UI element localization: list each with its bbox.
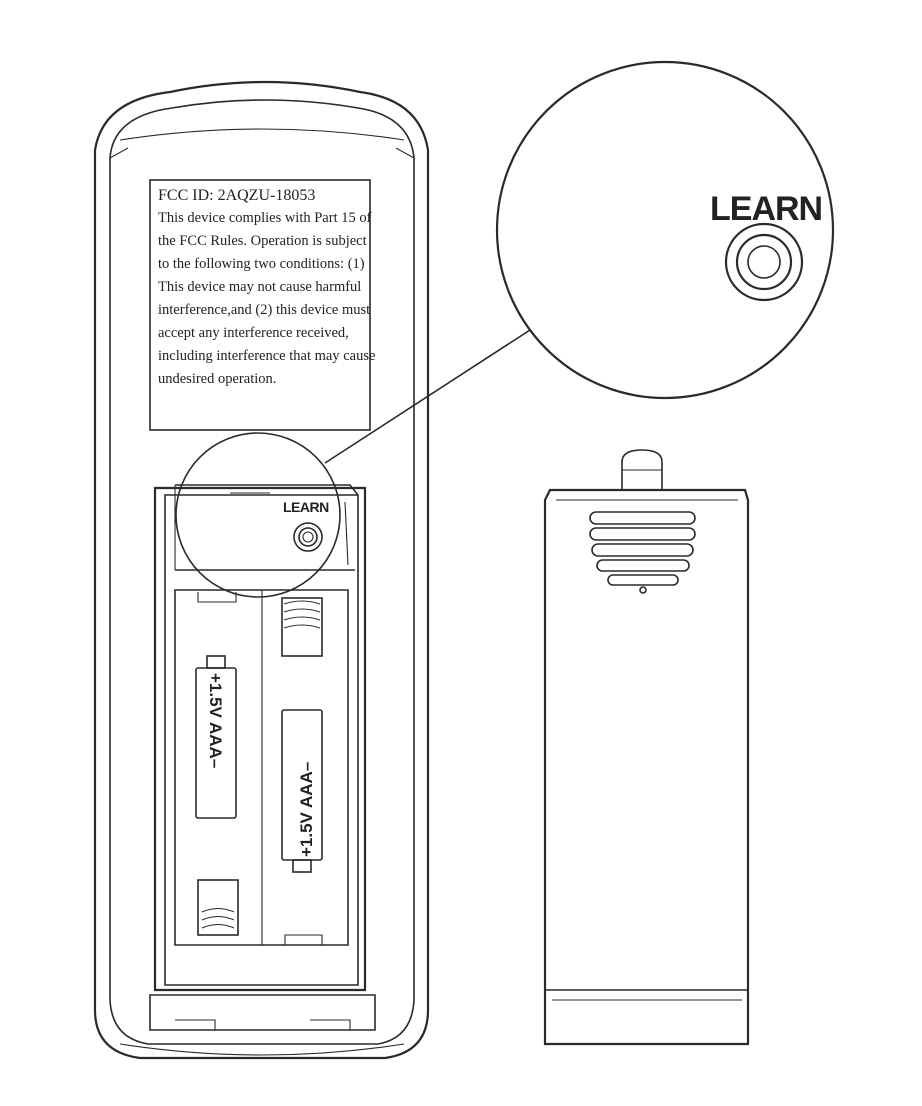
learn-button-small[interactable]: LEARN	[283, 499, 330, 552]
zoom-callout: LEARN	[175, 60, 835, 598]
zoom-large-circle	[495, 60, 835, 400]
fcc-line: interference,and (2) this device must	[158, 302, 370, 318]
battery-icon	[281, 709, 323, 873]
grip-ridges-icon	[589, 511, 696, 594]
battery-cover	[543, 449, 750, 1046]
battery-compartment	[153, 484, 367, 992]
battery-2: +1.5V AAA–	[281, 597, 323, 945]
battery-1: +1.5V AAA–	[195, 592, 239, 936]
battery-label: +1.5V AAA–	[297, 762, 316, 857]
zoom-small-circle	[175, 432, 341, 598]
learn-button-icon[interactable]	[724, 222, 804, 302]
spring-contact-icon	[197, 879, 239, 936]
fcc-line: This device may not cause harmful	[158, 279, 361, 295]
learn-label-zoomed: LEARN	[710, 190, 822, 228]
remote-body	[93, 80, 430, 1060]
learn-label-small: LEARN	[283, 499, 329, 515]
battery-label: +1.5V AAA–	[206, 673, 225, 768]
battery-icon	[195, 655, 237, 819]
fcc-line: to the following two conditions: (1)	[158, 256, 365, 272]
fcc-line: accept any interference received,	[158, 325, 349, 341]
fcc-line: including interference that may cause	[158, 348, 375, 364]
learn-button-icon[interactable]	[293, 522, 323, 552]
fcc-title: FCC ID: 2AQZU-18053	[158, 187, 315, 204]
fcc-line: undesired operation.	[158, 371, 276, 387]
fcc-line: This device complies with Part 15 of	[158, 210, 372, 226]
fcc-line: the FCC Rules. Operation is subject	[158, 233, 367, 249]
spring-contact-icon	[281, 597, 323, 657]
fcc-label: FCC ID: 2AQZU-18053 This device complies…	[149, 179, 375, 431]
